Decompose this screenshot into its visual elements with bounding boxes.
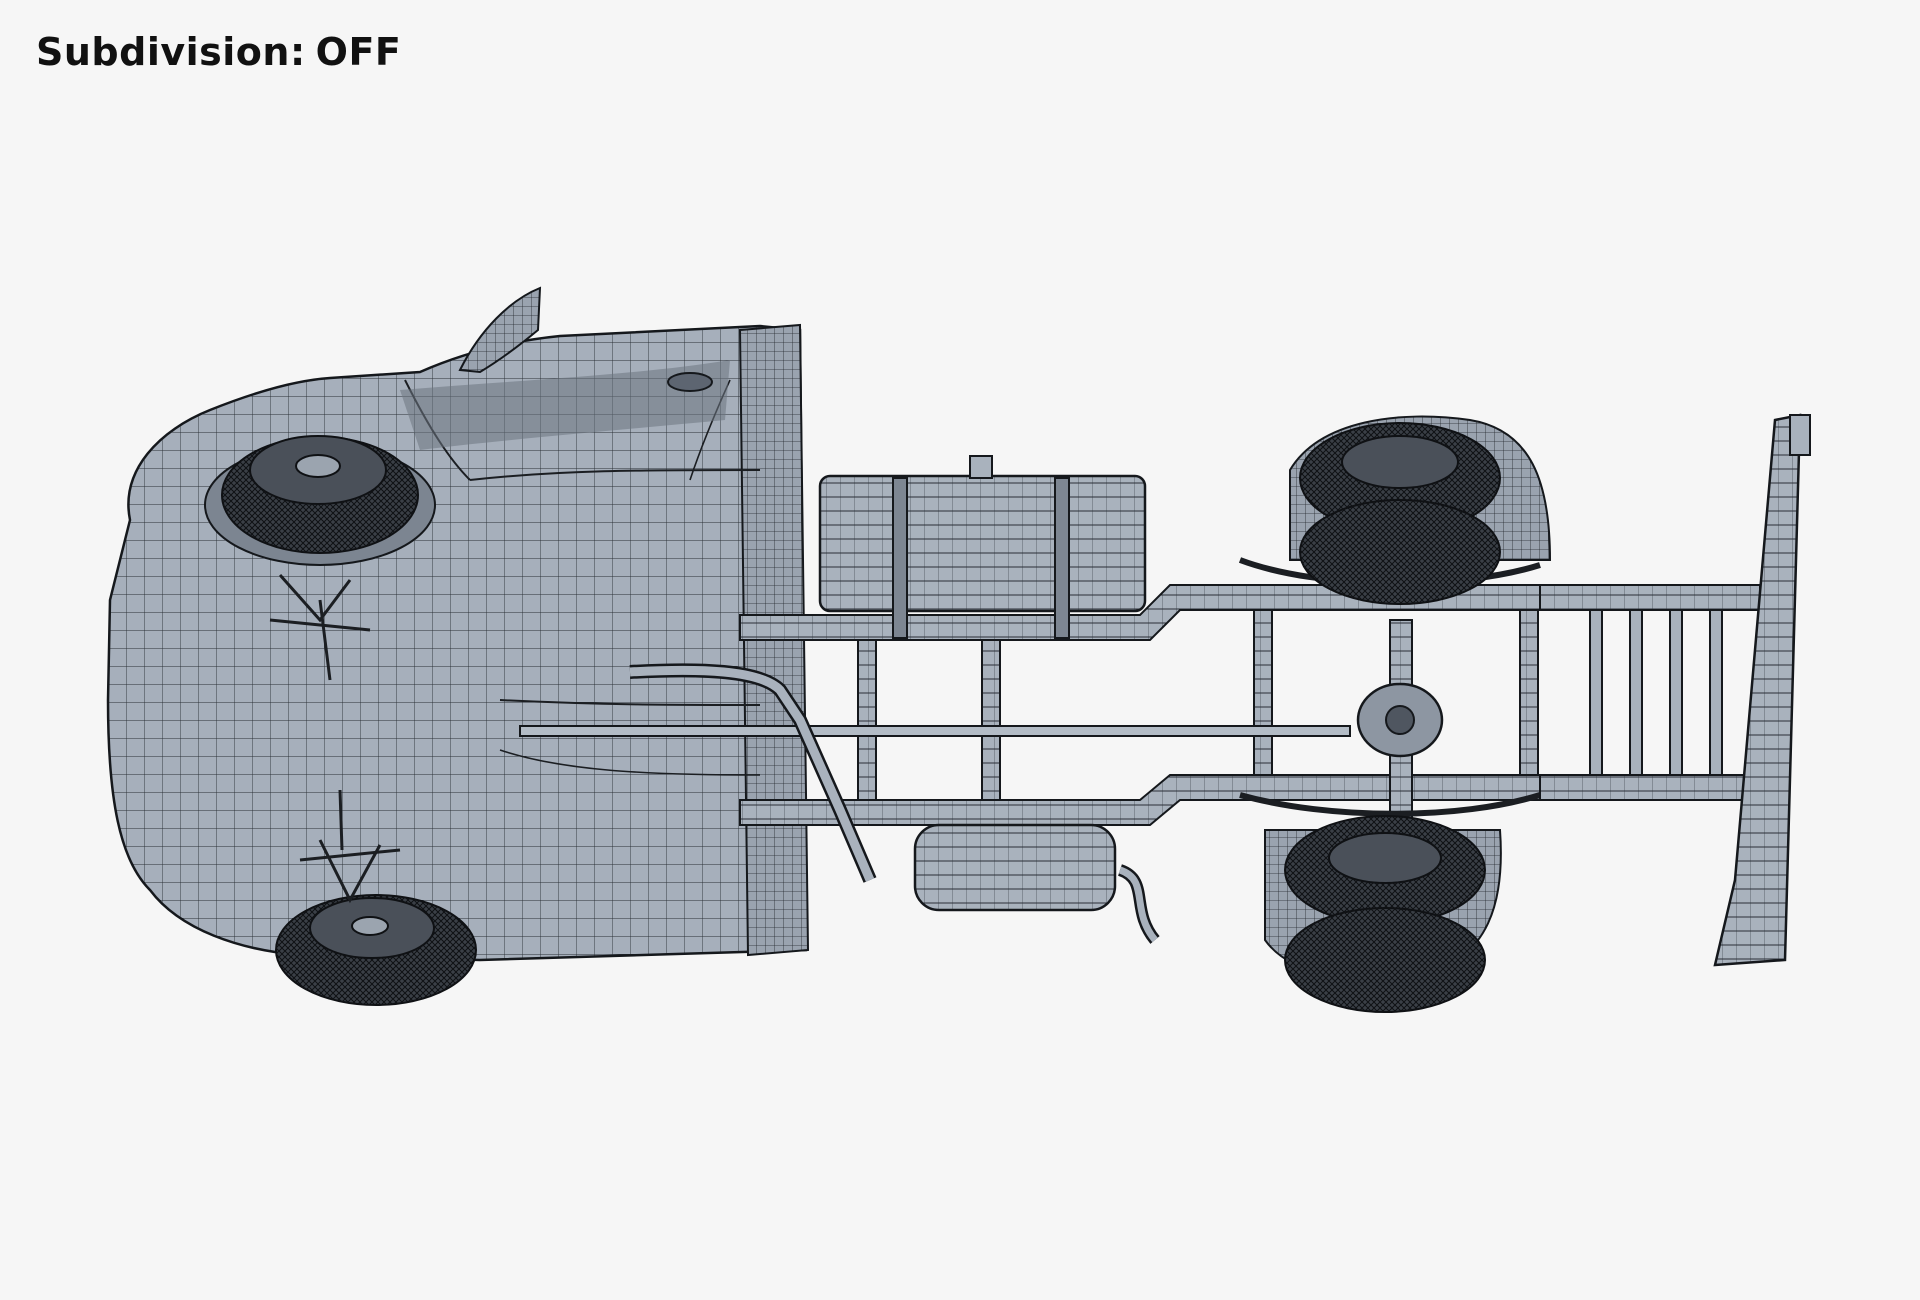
cab-body	[106, 286, 810, 962]
front-suspension	[269, 574, 401, 904]
subdivision-caption: Subdivision:OFF	[36, 30, 401, 74]
fuel-tank	[818, 455, 1147, 639]
front-wheel-left	[204, 435, 436, 566]
rear-wheels-right	[1264, 815, 1502, 1013]
rear-platform-frame	[1539, 413, 1811, 967]
subdivision-value: OFF	[315, 30, 402, 74]
exhaust-system	[629, 663, 1160, 944]
front-wheel-right	[275, 894, 477, 1006]
chassis-frame	[519, 584, 1701, 826]
subdivision-label: Subdivision:	[36, 30, 306, 74]
rear-wheels-left	[1289, 415, 1552, 605]
